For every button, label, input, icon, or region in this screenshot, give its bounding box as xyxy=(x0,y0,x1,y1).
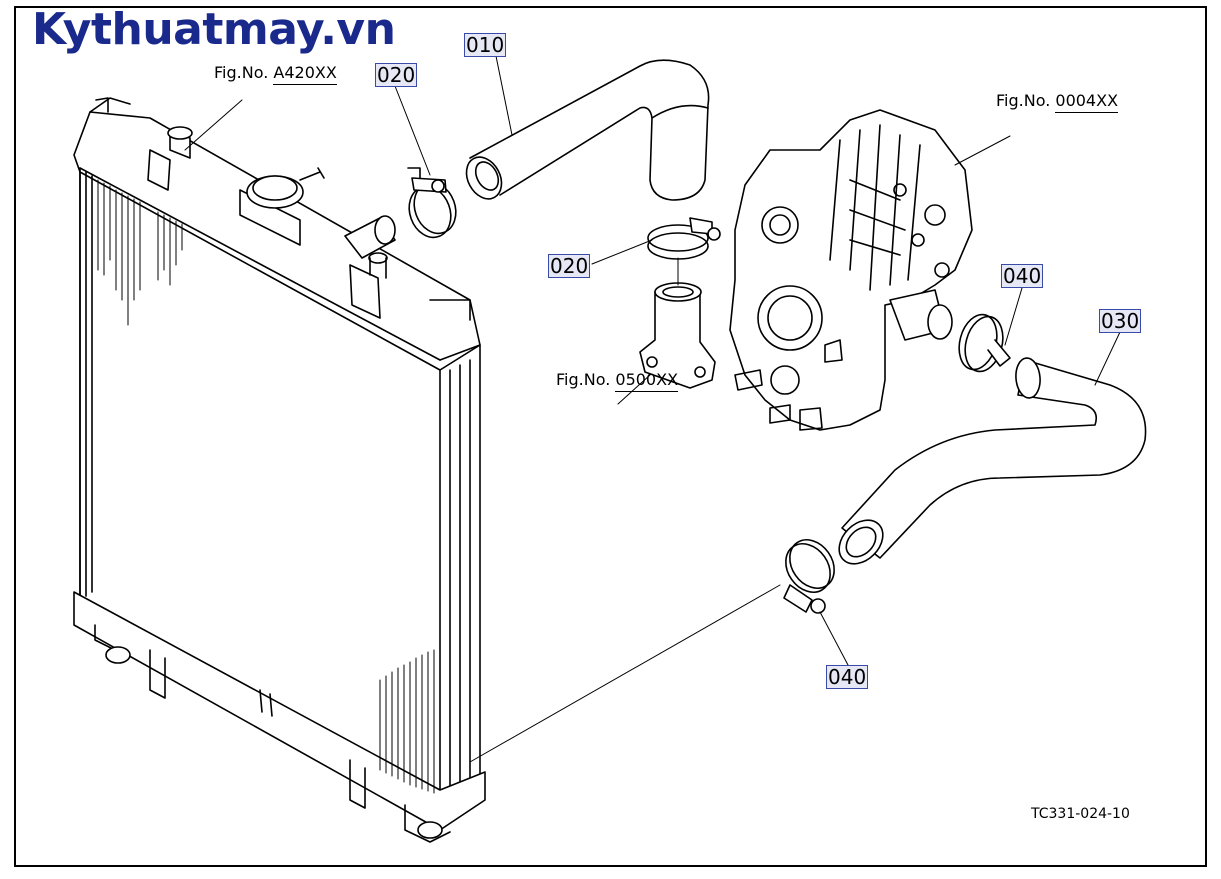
hose-clamp-engine xyxy=(958,313,1011,373)
callout-010[interactable]: 010 xyxy=(464,33,507,57)
fig-ref-thermostat[interactable]: Fig.No. 0500XX xyxy=(556,369,679,392)
engine-block xyxy=(729,109,973,431)
hose-clamp-thermostat xyxy=(647,217,721,260)
fig-code: 0004XX xyxy=(1055,90,1119,113)
fig-ref-engine[interactable]: Fig.No. 0004XX xyxy=(996,90,1119,113)
hose-clamp-upper xyxy=(407,167,457,239)
callout-020-top[interactable]: 020 xyxy=(375,63,418,87)
radiator xyxy=(73,97,486,843)
fig-code: 0500XX xyxy=(615,369,679,392)
callout-040-bottom[interactable]: 040 xyxy=(826,665,869,689)
watermark-logo: Kythuatmay.vn xyxy=(32,4,396,55)
drawing-code: TC331-024-10 xyxy=(1031,806,1130,822)
hose-clamp-radiator xyxy=(783,539,835,614)
callout-040-right[interactable]: 040 xyxy=(1001,264,1044,288)
lower-hose xyxy=(838,357,1147,565)
fig-label: Fig.No. xyxy=(556,370,611,389)
radiator-fins xyxy=(97,179,435,794)
fig-ref-radiator[interactable]: Fig.No. A420XX xyxy=(214,62,337,85)
callout-020-mid[interactable]: 020 xyxy=(548,254,591,278)
callout-030[interactable]: 030 xyxy=(1099,309,1142,333)
fig-label: Fig.No. xyxy=(214,63,269,82)
fig-label: Fig.No. xyxy=(996,91,1051,110)
upper-hose xyxy=(465,59,710,201)
leader-lines xyxy=(184,55,1121,763)
fig-code: A420XX xyxy=(273,62,337,85)
